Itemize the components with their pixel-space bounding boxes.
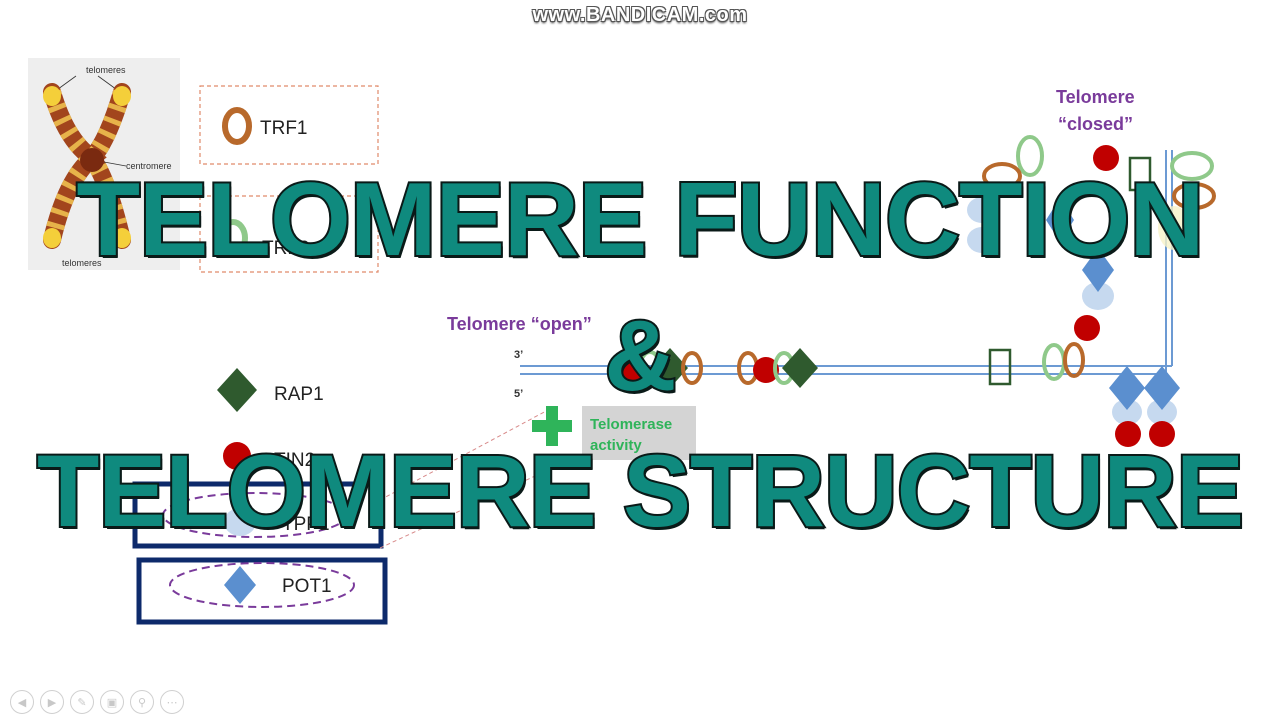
telomerase-label-line1: Telomerase: [590, 416, 672, 433]
chromosome-telomeres-label-bottom: telomeres: [62, 258, 102, 268]
rap1-icon: [217, 368, 257, 412]
legend-label-trf2: TRF2: [262, 238, 310, 259]
slide-toolbar: ◀ ▶ ✎ ▣ ⚲ ⋯: [10, 690, 184, 714]
overlay-title-line1: TELOMERE FUNCTION: [75, 162, 1207, 278]
chromosome-illustration: telomeres centromere telomeres: [28, 58, 180, 270]
zoom-icon[interactable]: ⚲: [130, 690, 154, 714]
pot1-icon: [224, 566, 256, 604]
next-icon[interactable]: ▶: [40, 690, 64, 714]
trf1-icon: [222, 107, 252, 145]
legend-label-tin2: TIN2: [274, 450, 315, 471]
legend-label-trf1: TRF1: [260, 118, 308, 139]
closed-telomere-label-line1: Telomere: [1056, 87, 1135, 107]
plus-icon: [532, 406, 572, 446]
pen-icon[interactable]: ✎: [70, 690, 94, 714]
telomere-closed: Telomere “closed”: [967, 87, 1216, 253]
legend: TRF1 TRF2 RAP1 TIN2 TPP1 POT1: [132, 85, 549, 625]
strand-3-label: 3’: [514, 349, 523, 361]
prev-icon[interactable]: ◀: [10, 690, 34, 714]
more-icon[interactable]: ⋯: [160, 690, 184, 714]
tin2-icon: [223, 442, 251, 470]
legend-label-rap1: RAP1: [274, 384, 324, 405]
telomere-open: Telomere “open” 3’ 5’: [447, 150, 1180, 447]
closed-telomere-label-line2: “closed”: [1058, 114, 1133, 134]
strand-5-label: 5’: [514, 388, 523, 400]
telomerase-activity: Telomerase activity: [532, 406, 696, 460]
legend-box-trf2: [199, 195, 379, 273]
bandicam-watermark: www.BANDICAM.com: [532, 4, 748, 26]
chromosome-centromere-label: centromere: [126, 161, 172, 171]
trf2-icon: [218, 219, 248, 257]
legend-box-tpp1: [132, 481, 384, 549]
overlay-title-line2: TELOMERE STRUCTURE: [35, 434, 1246, 548]
legend-label-pot1: POT1: [282, 576, 332, 597]
tpp1-icon: [224, 508, 256, 536]
legend-box-pot1: [136, 557, 388, 625]
open-telomere-label: Telomere “open”: [447, 314, 592, 334]
legend-label-tpp1: TPP1: [282, 514, 330, 535]
legend-box-trf1: [199, 85, 379, 165]
slides-icon[interactable]: ▣: [100, 690, 124, 714]
telomerase-label-line2: activity: [590, 437, 642, 454]
overlay-title-ampersand: &: [602, 300, 678, 412]
chromosome-telomeres-label-top: telomeres: [86, 65, 126, 75]
